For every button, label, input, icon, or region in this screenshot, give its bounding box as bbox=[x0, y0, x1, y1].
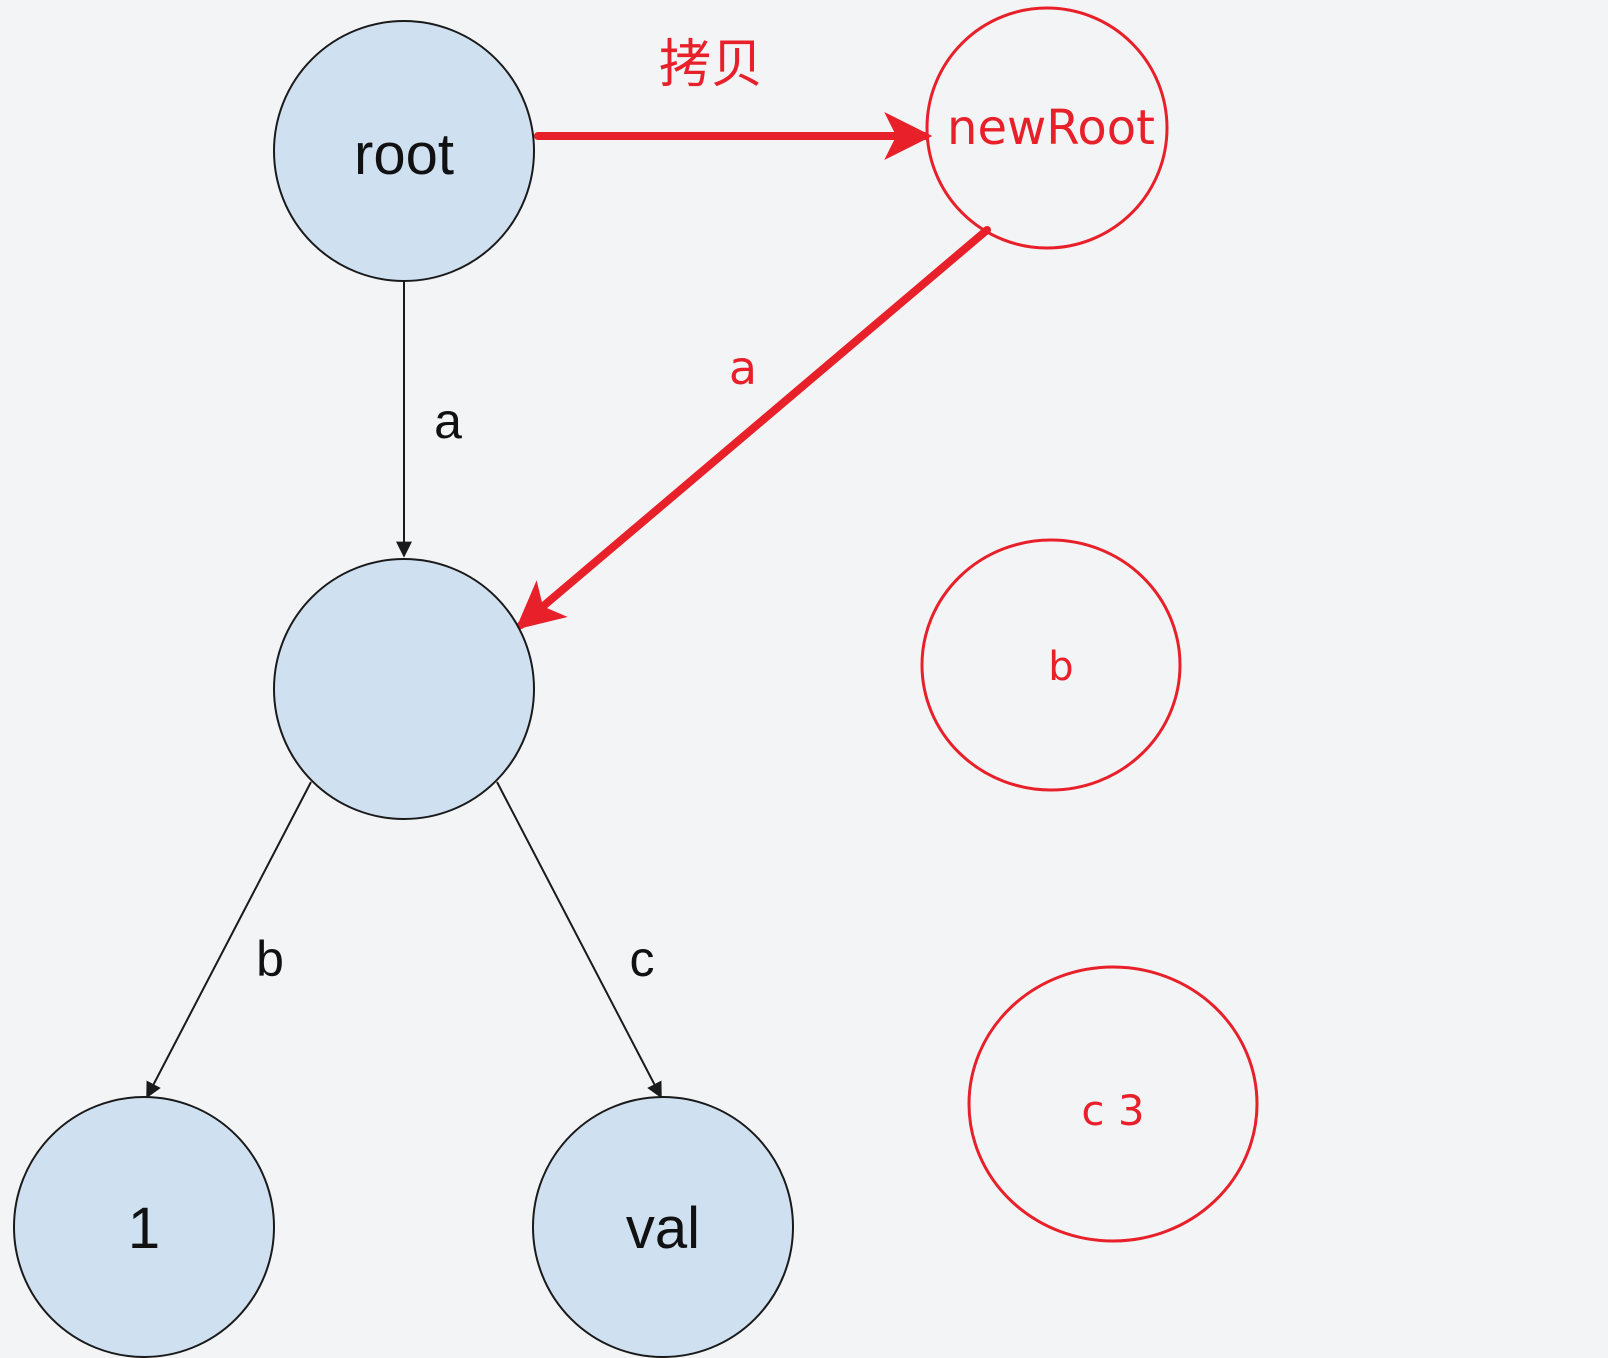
edge-label-a: a bbox=[434, 393, 462, 449]
node-leaf-one-label: 1 bbox=[128, 1196, 160, 1261]
edge-middle-to-one bbox=[146, 781, 312, 1099]
node-new-root: newRoot bbox=[925, 6, 1169, 250]
node-red-b: b bbox=[920, 538, 1182, 792]
node-red-c3-label: c 3 bbox=[1081, 1086, 1144, 1135]
node-red-b-label: b bbox=[1048, 644, 1073, 690]
edge-label-c: c bbox=[630, 931, 655, 987]
copy-label: 拷贝 bbox=[659, 35, 763, 95]
edge-middle-to-val bbox=[496, 781, 662, 1099]
node-middle bbox=[273, 558, 535, 820]
red-edge-label-a: a bbox=[729, 341, 757, 395]
edge-label-b: b bbox=[256, 931, 284, 987]
node-root-label: root bbox=[354, 122, 454, 187]
node-leaf-val-label: val bbox=[626, 1196, 700, 1261]
node-leaf-one: 1 bbox=[13, 1096, 275, 1358]
node-red-c3: c 3 bbox=[967, 965, 1259, 1243]
newroot-to-middle-arrow bbox=[515, 226, 991, 630]
node-leaf-val: val bbox=[532, 1096, 794, 1358]
node-new-root-label: newRoot bbox=[947, 100, 1155, 156]
node-root: root bbox=[273, 20, 535, 282]
